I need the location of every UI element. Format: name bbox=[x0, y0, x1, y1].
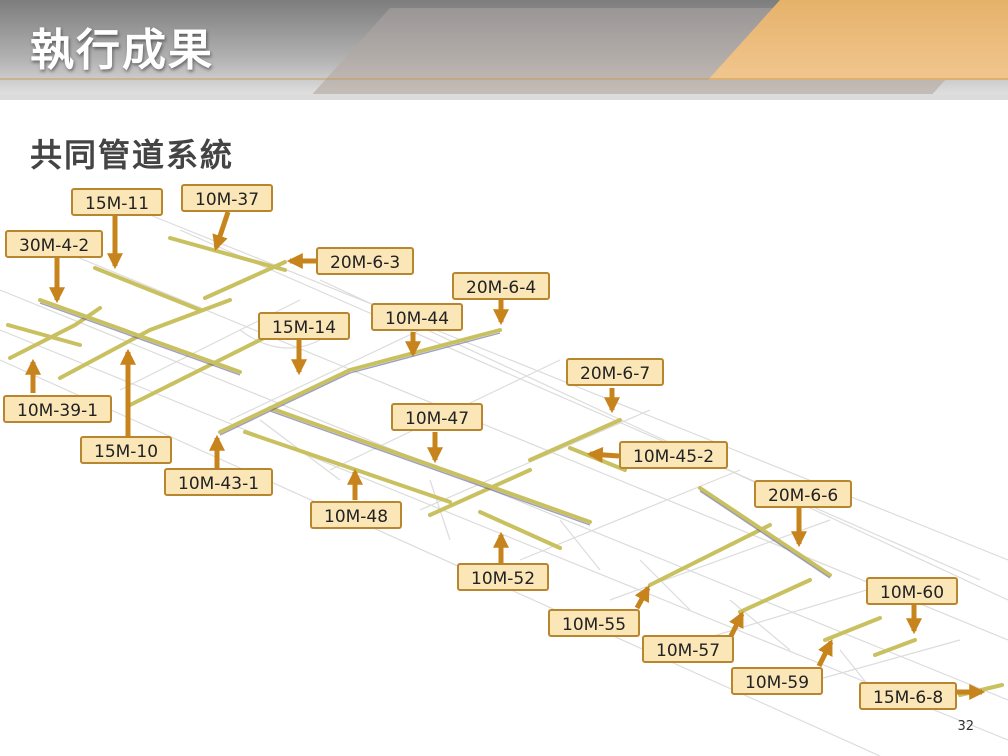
label-10m-43-1: 10M-43-1 bbox=[164, 468, 274, 496]
label-30m-4-2: 30M-4-2 bbox=[5, 230, 104, 258]
label-10m-37: 10M-37 bbox=[181, 184, 274, 212]
label-15m-6-8: 15M-6-8 bbox=[859, 682, 958, 710]
label-20m-6-3: 20M-6-3 bbox=[316, 247, 415, 275]
header-divider bbox=[0, 78, 1008, 80]
label-15m-14: 15M-14 bbox=[258, 312, 351, 340]
callout-arrows bbox=[24, 211, 986, 701]
slide-header bbox=[0, 0, 1008, 100]
label-10m-44: 10M-44 bbox=[371, 303, 464, 331]
header-bottom-band bbox=[0, 94, 1008, 100]
label-10m-59: 10M-59 bbox=[731, 667, 824, 695]
label-10m-47: 10M-47 bbox=[391, 403, 484, 431]
utility-tunnel-details bbox=[39, 302, 831, 579]
label-20m-6-7: 20M-6-7 bbox=[566, 358, 665, 386]
label-10m-52: 10M-52 bbox=[457, 563, 550, 591]
slide-title: 執行成果 bbox=[30, 25, 214, 76]
label-10m-55: 10M-55 bbox=[548, 609, 641, 637]
label-20m-6-4: 20M-6-4 bbox=[452, 272, 551, 300]
utility-tunnels bbox=[6, 236, 1004, 697]
label-10m-39-1: 10M-39-1 bbox=[3, 395, 113, 423]
label-15m-10: 15M-10 bbox=[80, 436, 173, 464]
label-10m-45-2: 10M-45-2 bbox=[619, 441, 729, 469]
slide-subtitle: 共同管道系統 bbox=[30, 136, 235, 174]
label-10m-48: 10M-48 bbox=[310, 501, 403, 529]
label-20m-6-6: 20M-6-6 bbox=[754, 480, 853, 508]
label-15m-11: 15M-11 bbox=[71, 188, 164, 216]
label-10m-57: 10M-57 bbox=[642, 635, 735, 663]
label-10m-60: 10M-60 bbox=[866, 577, 959, 605]
page-number: 32 bbox=[957, 719, 974, 734]
